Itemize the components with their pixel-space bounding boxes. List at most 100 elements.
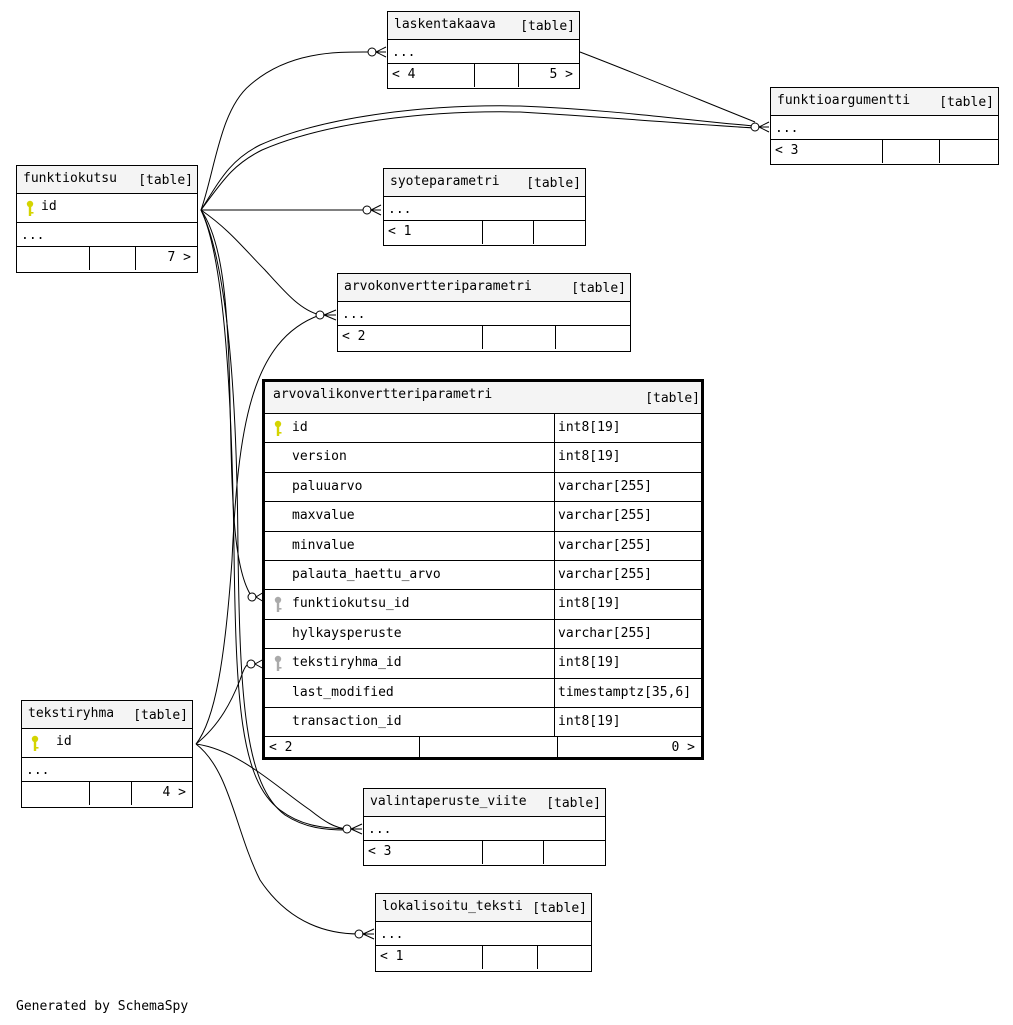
column-row: version int8[19] [265, 443, 701, 473]
column-name: transaction_id [292, 713, 402, 729]
table-header: funktiokutsu [table] [17, 166, 197, 194]
table-header: syoteparametri [table] [384, 169, 585, 197]
ellipsis-row: ... [368, 822, 392, 837]
column-row: ... [338, 302, 630, 326]
crowfoot [255, 591, 265, 603]
column-row: ... [364, 817, 605, 841]
edge-funktiokutsu-arvovali [200, 209, 253, 598]
table-header: arvovalikonvertteriparametri [table] [265, 382, 701, 414]
table-tag: [table] [526, 176, 581, 191]
table-tekstiryhma[interactable]: tekstiryhma [table] id ... 4 > [21, 700, 193, 808]
table-header: funktioargumentti [table] [771, 88, 998, 116]
ellipsis-row: ... [392, 45, 416, 60]
table-syoteparametri[interactable]: syoteparametri [table] ... < 1 [383, 168, 586, 246]
edge-laskentakaava-funktioargumentti [579, 51, 756, 123]
table-lokalisoitu-teksti[interactable]: lokalisoitu_teksti [table] ... < 1 [375, 893, 592, 972]
crowfoot [757, 121, 770, 133]
table-footer: < 3 [364, 841, 605, 864]
children-count: 7 > [167, 250, 191, 265]
column-name: version [292, 449, 347, 465]
column-name: maxvalue [292, 508, 355, 524]
edge-end-circle [247, 592, 257, 602]
table-tag: [table] [939, 95, 994, 110]
ellipsis-row: ... [342, 307, 366, 322]
table-footer: < 3 [771, 140, 998, 163]
edge-end-circle [246, 659, 256, 669]
table-tag: [table] [546, 796, 601, 811]
ellipsis-row: ... [775, 121, 799, 136]
parents-count: < 2 [269, 740, 293, 756]
table-name: laskentakaava [394, 17, 496, 32]
table-name: funktioargumentti [777, 93, 911, 108]
column-row: paluuarvo varchar[255] [265, 472, 701, 503]
table-footer: < 1 [384, 221, 585, 244]
ellipsis-row: ... [388, 202, 412, 217]
ellipsis-row: ... [26, 763, 50, 778]
table-arvokonvertteriparametri[interactable]: arvokonvertteriparametri [table] ... < 2 [337, 273, 631, 352]
column-type: int8[19] [558, 713, 621, 729]
column-name: palauta_haettu_arvo [292, 566, 441, 582]
table-laskentakaava[interactable]: laskentakaava [table] ... < 4 5 > [387, 11, 580, 89]
column-type: varchar[255] [558, 508, 652, 524]
table-valintaperuste-viite[interactable]: valintaperuste_viite [table] ... < 3 [363, 788, 606, 866]
parents-count: < 1 [380, 949, 404, 964]
column-type: varchar[255] [558, 478, 652, 494]
foreign-key-icon [274, 655, 282, 672]
parents-count: < 4 [392, 67, 416, 82]
table-name: arvokonvertteriparametri [344, 279, 532, 294]
table-footer: < 4 5 > [388, 64, 579, 87]
edge-tekstiryhma-lokalisoitu [195, 743, 360, 935]
table-footer: < 2 [338, 326, 630, 349]
foreign-key-icon [274, 597, 282, 613]
table-funktiokutsu[interactable]: funktiokutsu [table] id ... 7 > [16, 165, 198, 273]
edge-funktiokutsu-funktioargumentti-a [200, 105, 756, 211]
table-header: arvokonvertteriparametri [table] [338, 274, 630, 302]
table-footer: 7 > [17, 247, 197, 270]
edge-end-circle [750, 122, 760, 132]
edge-tekstiryhma-valintaperuste [195, 743, 348, 830]
parents-count: < 1 [388, 224, 412, 239]
crowfoot [369, 204, 382, 216]
column-name: funktiokutsu_id [292, 596, 410, 612]
primary-key-icon [31, 735, 39, 751]
children-count: 4 > [162, 785, 186, 800]
edge-funktiokutsu-laskentakaava [200, 51, 373, 211]
table-header: valintaperuste_viite [table] [364, 789, 605, 817]
table-header: laskentakaava [table] [388, 12, 579, 40]
edge-end-circle [367, 47, 377, 57]
children-count: 5 > [549, 67, 573, 82]
column-row: hylkaysperuste varchar[255] [265, 619, 701, 650]
table-name: tekstiryhma [28, 706, 115, 721]
column-type: int8[19] [558, 449, 621, 465]
column-row: id [22, 729, 192, 758]
parents-count: < 2 [342, 329, 366, 344]
column-type: varchar[255] [558, 537, 652, 553]
table-header: lokalisoitu_teksti [table] [376, 894, 591, 922]
column-row: transaction_id int8[19] [265, 707, 701, 738]
parents-count: < 3 [368, 844, 392, 859]
table-funktioargumentti[interactable]: funktioargumentti [table] ... < 3 [770, 87, 999, 165]
table-tag: [table] [520, 19, 575, 34]
column-row: ... [17, 223, 197, 247]
crowfoot [349, 823, 363, 835]
column-type: varchar[255] [558, 625, 652, 641]
primary-key-icon [274, 420, 282, 436]
column-name: paluuarvo [292, 478, 363, 494]
parents-count: < 3 [775, 143, 799, 158]
table-footer: < 1 [376, 946, 591, 969]
column-name: id [56, 734, 72, 749]
table-header: tekstiryhma [table] [22, 701, 192, 729]
column-name: hylkaysperuste [292, 625, 402, 641]
table-tag: [table] [138, 173, 193, 188]
edge-end-circle [362, 205, 372, 215]
table-tag: [table] [133, 708, 188, 723]
table-footer: < 2 0 > [265, 737, 701, 761]
column-name: tekstiryhma_id [292, 655, 402, 671]
column-row: ... [388, 40, 579, 64]
column-name: last_modified [292, 684, 394, 700]
edge-tekstiryhma-arvokonvertteriparametri [195, 314, 321, 745]
